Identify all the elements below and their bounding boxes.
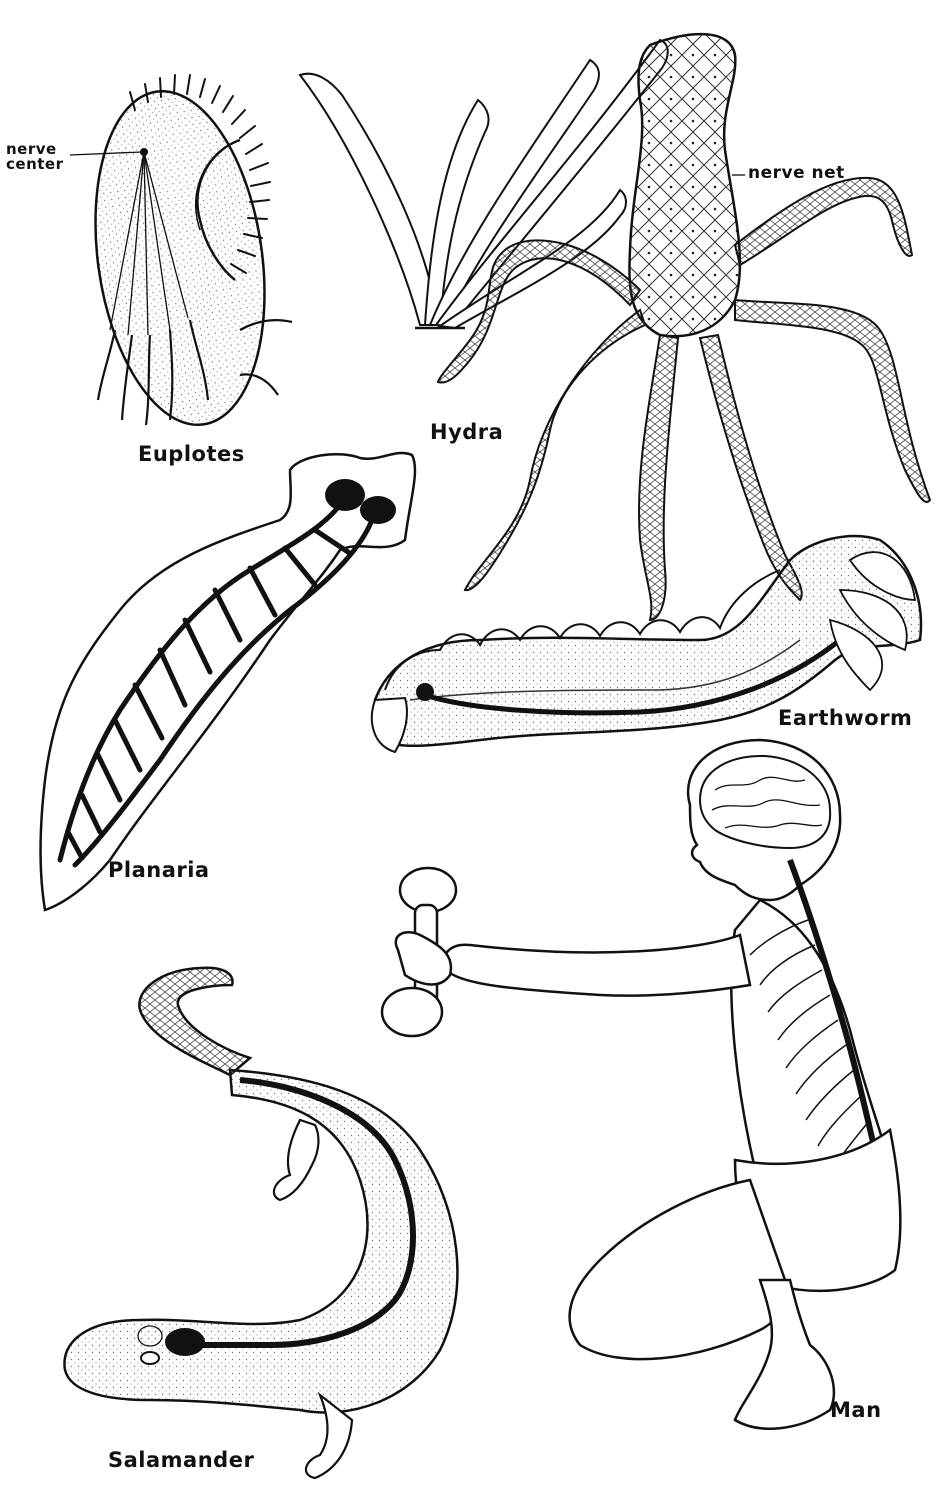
- euplotes-label: Euplotes: [138, 442, 245, 466]
- man-drawing: [382, 740, 900, 1429]
- hydra-body: [629, 34, 739, 336]
- planaria-drawing: [40, 453, 415, 910]
- nerve-net-label: nerve net: [748, 166, 845, 181]
- planaria-ganglion-left: [325, 479, 365, 511]
- man-arms: [444, 935, 750, 996]
- salamander-label: Salamander: [108, 1448, 254, 1472]
- salamander-drawing: [64, 968, 457, 1478]
- hydra-label: Hydra: [430, 420, 503, 444]
- earthworm-label: Earthworm: [778, 706, 912, 730]
- planaria-ganglion-right: [360, 496, 396, 524]
- planaria-label: Planaria: [108, 858, 210, 882]
- nerve-center-label: nerve center: [6, 142, 64, 172]
- nerve-center-label-line2: center: [6, 157, 64, 172]
- dumbbell: [382, 868, 456, 1036]
- man-label: Man: [830, 1398, 882, 1422]
- euplotes-drawing: [70, 75, 292, 436]
- earthworm-ganglion: [416, 683, 434, 701]
